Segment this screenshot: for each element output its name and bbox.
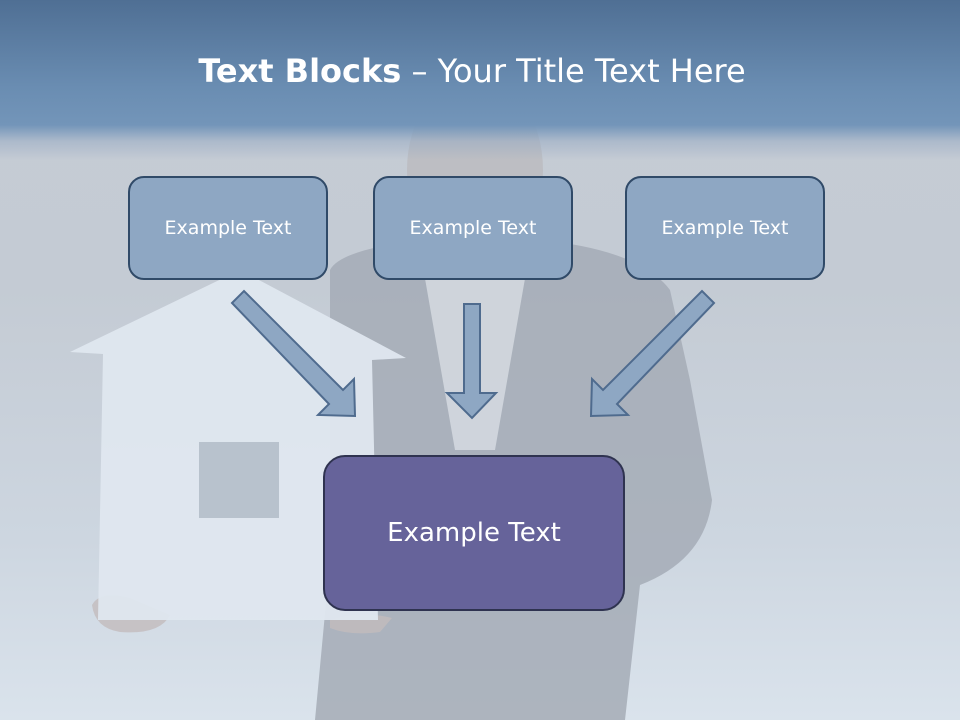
text-block-1-label: Example Text [164,217,292,239]
house-window [199,442,279,518]
title-dash: – [401,52,438,90]
arrow-left [230,289,357,418]
text-block-2[interactable]: Example Text [373,176,573,280]
title-bold: Text Blocks [198,52,402,90]
main-text-block-label: Example Text [387,518,561,548]
slide-title: Text Blocks – Your Title Text Here [0,52,944,90]
title-band [0,0,960,160]
arrow-center [444,303,499,420]
text-block-3[interactable]: Example Text [625,176,825,280]
main-text-block[interactable]: Example Text [323,455,625,611]
arrow-right [589,289,716,418]
text-block-3-label: Example Text [661,217,789,239]
text-block-2-label: Example Text [409,217,537,239]
title-rest: Your Title Text Here [437,52,746,90]
text-block-1[interactable]: Example Text [128,176,328,280]
